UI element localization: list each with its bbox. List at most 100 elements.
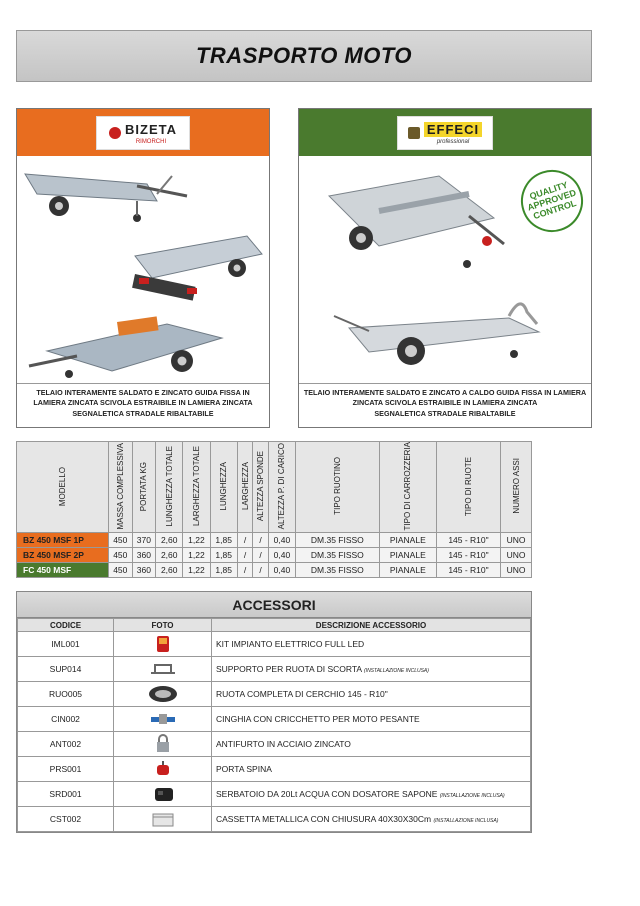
accessory-code: SUP014 — [17, 656, 114, 682]
table-cell: 1,22 — [182, 532, 211, 549]
accessory-desc: KIT IMPIANTO ELETTRICO FULL LED — [211, 631, 531, 657]
table-row: CST002 CASSETTA METALLICA CON CHIUSURA 4… — [17, 806, 531, 832]
table-cell: / — [236, 532, 254, 549]
accessory-code: IML001 — [17, 631, 114, 657]
specs-header: TIPO DI RUOTE — [435, 440, 502, 534]
table-cell: 1,22 — [182, 562, 211, 579]
effeci-logo: EFFECI professional — [397, 115, 493, 150]
specs-header: ALTEZZA P. DI CARICO — [267, 440, 297, 534]
accessory-desc: PORTA SPINA — [211, 756, 531, 782]
table-row: IML001 KIT IMPIANTO ELETTRICO FULL LED — [17, 631, 531, 657]
page-title-bar: TRASPORTO MOTO — [16, 30, 592, 82]
logo-name: EFFECI — [423, 121, 483, 137]
accessori-section: ACCESSORI CODICE FOTO DESCRIZIONE ACCESS… — [16, 591, 532, 833]
logo-sub: professional — [436, 138, 470, 145]
table-cell: / — [236, 562, 254, 579]
header-photo: FOTO — [113, 618, 212, 632]
table-row: ANT002 ANTIFURTO IN ACCIAIO ZINCATO — [17, 731, 531, 757]
header-label: LARGHEZZA TOTALE — [191, 446, 201, 527]
table-row: SUP014 SUPPORTO PER RUOTA DI SCORTA (INS… — [17, 656, 531, 682]
trailer-photo-illustration-icon — [327, 175, 541, 365]
spare-wheel-support-icon — [150, 664, 175, 674]
caption-line: TELAIO INTERAMENTE SALDATO E ZINCATO GUI… — [36, 388, 250, 397]
accessori-table: CODICE FOTO DESCRIZIONE ACCESSORIO IML00… — [17, 618, 531, 832]
accessori-header-row: CODICE FOTO DESCRIZIONE ACCESSORIO — [17, 618, 531, 632]
table-row: PRS001 PORTA SPINA — [17, 756, 531, 782]
accessory-desc: RUOTA COMPLETA DI CERCHIO 145 - R10" — [211, 681, 531, 707]
table-cell: DM.35 FISSO — [295, 562, 380, 579]
specs-header-row: MODELLO MASSA COMPLESSIVA PORTATA KG LUN… — [16, 440, 532, 534]
table-cell: / — [252, 562, 269, 579]
accessory-desc: SERBATOIO DA 20Lt ACQUA CON DOSATORE SAP… — [211, 781, 531, 807]
table-row: FC 450 MSF 450 360 2,60 1,22 1,85 / / 0,… — [16, 562, 532, 579]
lock-icon — [156, 734, 169, 752]
specs-header: MASSA COMPLESSIVA — [108, 440, 133, 534]
bizeta-logo: BIZETA RIMORCHI — [96, 115, 190, 150]
table-cell: 1,85 — [209, 532, 238, 549]
specs-header: NUMERO ASSI — [500, 440, 532, 534]
water-tank-icon — [154, 788, 173, 801]
brand-header: EFFECI professional — [299, 109, 591, 156]
desc-text: PORTA SPINA — [216, 764, 272, 774]
accessory-code: CIN002 — [17, 706, 114, 732]
table-cell: / — [236, 547, 254, 564]
bizeta-logo-mark-icon — [109, 126, 121, 139]
caption-line: SEGNALETICA STRADALE RIBALTABILE — [72, 408, 214, 418]
table-row: BZ 450 MSF 2P 450 360 2,60 1,22 1,85 / /… — [16, 547, 532, 564]
table-cell: DM.35 FISSO — [295, 547, 380, 564]
accessory-desc: CINGHIA CON CRICCHETTO PER MOTO PESANTE — [211, 706, 531, 732]
brand-panel-bizeta: BIZETA RIMORCHI — [16, 108, 270, 428]
table-cell: 360 — [131, 547, 157, 564]
table-cell-model: BZ 450 MSF 2P — [16, 547, 109, 564]
desc-note: (INSTALLAZIONE INCLUSA) — [439, 793, 505, 799]
plug-holder-icon — [156, 761, 169, 775]
table-row: RUO005 RUOTA COMPLETA DI CERCHIO 145 - R… — [17, 681, 531, 707]
table-cell: / — [252, 547, 269, 564]
header-label: TIPO DI RUOTE — [463, 456, 473, 516]
table-cell-model: BZ 450 MSF 1P — [16, 532, 109, 549]
accessory-photo — [113, 806, 212, 832]
table-cell: 0,40 — [267, 547, 297, 564]
desc-text: CASSETTA METALLICA CON CHIUSURA 40X30X30… — [216, 814, 432, 824]
brand-header: BIZETA RIMORCHI — [17, 109, 269, 156]
specs-header: LARGHEZZA — [236, 440, 254, 534]
wheel-icon — [148, 686, 177, 702]
header-code: CODICE — [17, 618, 114, 632]
desc-note: (INSTALLAZIONE INCLUSA) — [364, 668, 429, 674]
brand-caption: TELAIO INTERAMENTE SALDATO E ZINCATO A C… — [299, 383, 591, 427]
desc-text: SERBATOIO DA 20Lt ACQUA CON DOSATORE SAP… — [216, 789, 438, 799]
desc-text: CINGHIA CON CRICCHETTO PER MOTO PESANTE — [216, 714, 420, 724]
desc-note: (INSTALLAZIONE INCLUSA) — [433, 818, 499, 824]
table-cell: 450 — [108, 562, 133, 579]
table-cell: 0,40 — [267, 562, 297, 579]
header-label: TIPO DI CARROZZERIA — [403, 442, 413, 531]
table-cell: / — [252, 532, 269, 549]
accessory-code: SRD001 — [17, 781, 114, 807]
header-label: PORTATA KG — [139, 461, 149, 511]
brand-panel-effeci: EFFECI professional QUALITY APPROVED CON… — [298, 108, 592, 428]
header-label: TIPO RUOTINO — [332, 457, 342, 516]
table-cell: 450 — [108, 532, 133, 549]
header-label: LUNGHEZZA — [219, 462, 229, 511]
specs-table: MODELLO MASSA COMPLESSIVA PORTATA KG LUN… — [16, 440, 532, 579]
table-cell: PIANALE — [378, 547, 437, 564]
accessory-photo — [113, 756, 212, 782]
caption-line: SEGNALETICA STRADALE RIBALTABILE — [374, 408, 516, 418]
table-cell: 2,60 — [155, 562, 184, 579]
desc-text: ANTIFURTO IN ACCIAIO ZINCATO — [216, 739, 351, 749]
brand-caption: TELAIO INTERAMENTE SALDATO E ZINCATO GUI… — [17, 383, 269, 427]
accessory-code: PRS001 — [17, 756, 114, 782]
specs-header: ALTEZZA SPONDE — [252, 440, 269, 534]
table-cell: 360 — [131, 562, 157, 579]
trailer-photo-illustration-icon — [24, 173, 263, 378]
led-light-icon — [156, 636, 169, 652]
table-cell: DM.35 FISSO — [295, 532, 380, 549]
desc-text: RUOTA COMPLETA DI CERCHIO 145 - R10" — [216, 689, 388, 699]
page-title: TRASPORTO MOTO — [195, 43, 413, 68]
desc-text: SUPPORTO PER RUOTA DI SCORTA — [216, 664, 362, 674]
table-cell: 1,85 — [209, 562, 238, 579]
accessory-photo — [113, 656, 212, 682]
table-row: SRD001 SERBATOIO DA 20Lt ACQUA CON DOSAT… — [17, 781, 531, 807]
specs-header: TIPO RUOTINO — [295, 440, 380, 534]
trailer-photos — [17, 156, 269, 384]
